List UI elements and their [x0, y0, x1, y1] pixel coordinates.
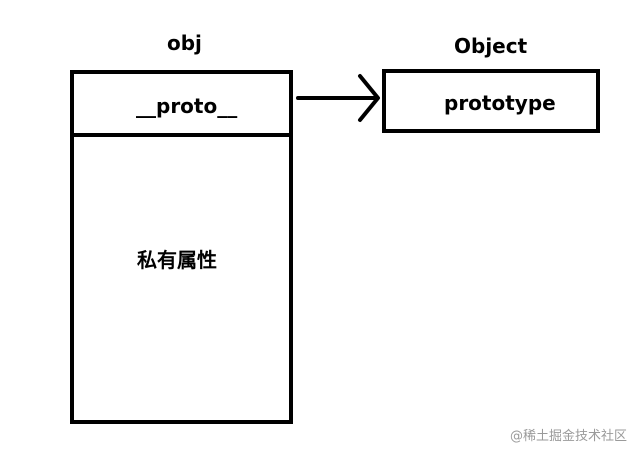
prototype-label: prototype — [444, 91, 556, 115]
watermark: @稀土掘金技术社区 — [509, 429, 627, 444]
object-box: prototype — [382, 69, 600, 133]
obj-divider — [74, 133, 289, 137]
obj-title: obj — [167, 31, 202, 55]
proto-label: __proto__ — [136, 94, 238, 118]
arrow-head — [358, 74, 380, 122]
object-title: Object — [454, 34, 528, 58]
obj-box: __proto__ 私有属性 — [70, 70, 293, 424]
private-properties-label: 私有属性 — [137, 248, 217, 272]
